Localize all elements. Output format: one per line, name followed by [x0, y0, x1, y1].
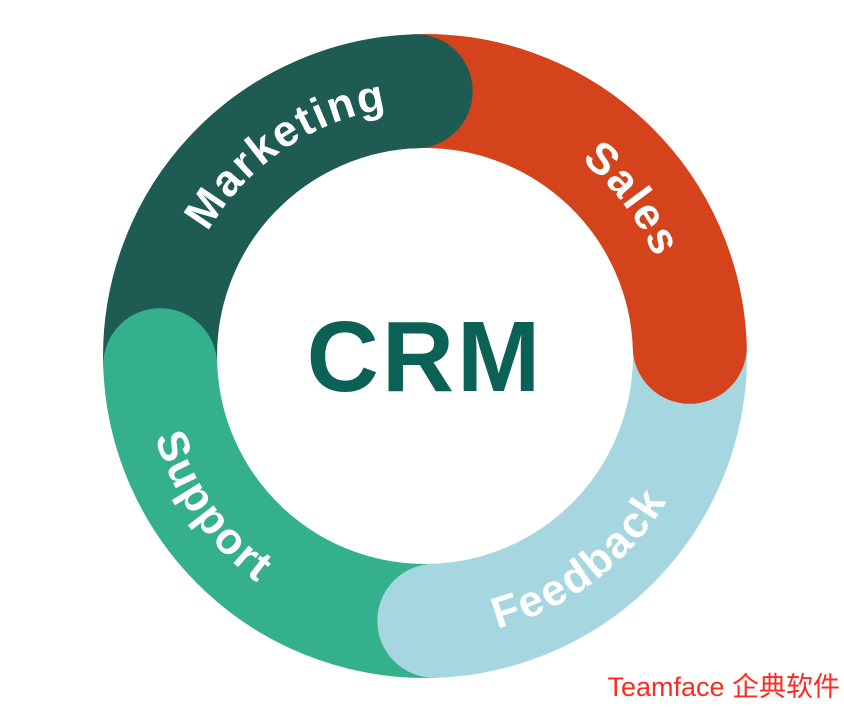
teamface-watermark: Teamface 企典软件 [607, 672, 840, 702]
marketing-end-cap [358, 34, 473, 149]
segment-sales-arc [413, 34, 747, 350]
support-end-cap [103, 308, 218, 423]
segment-feedback-arc [431, 344, 747, 678]
sales-end-cap [632, 289, 747, 404]
segment-marketing-arc [103, 34, 419, 368]
feedback-end-cap [377, 563, 492, 678]
segment-support-arc [103, 362, 437, 678]
center-crm-title: CRM [307, 301, 544, 413]
